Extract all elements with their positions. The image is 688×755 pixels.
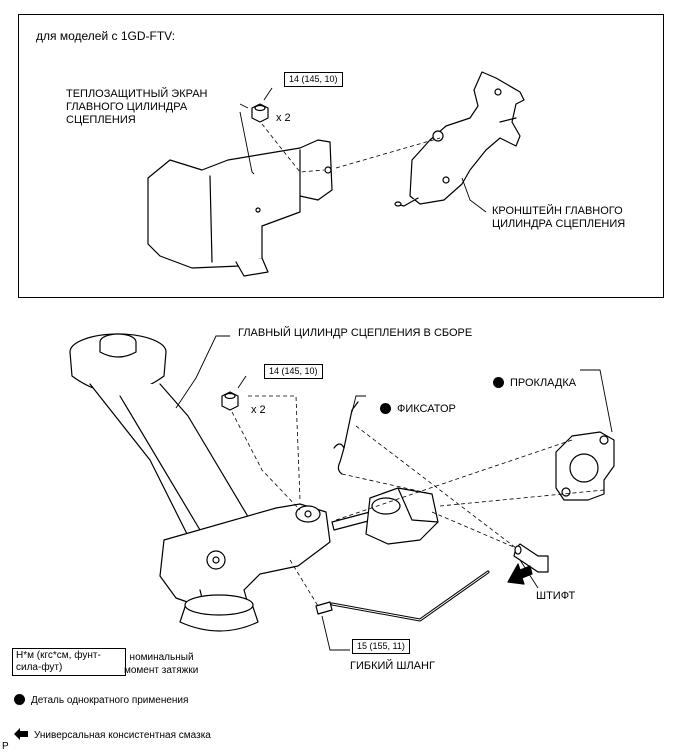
master-cylinder <box>69 333 439 632</box>
units-box: Н*м (кгс*см, фунт- сила-фут) <box>12 648 126 676</box>
pin <box>513 543 549 573</box>
non-reusable-dot-icon <box>380 403 391 414</box>
clip <box>333 401 359 475</box>
non-reusable-dot-icon <box>493 377 504 388</box>
grease-arrow-icon <box>507 563 533 585</box>
gasket-label: ПРОКЛАДКА <box>493 364 576 390</box>
top-qty-label: x 2 <box>276 112 291 124</box>
model-caption: для моделей с 1GD-FTV: <box>36 29 176 43</box>
clip-label: ФИКСАТОР <box>380 390 456 416</box>
top-torque-box: 14 (145, 10) <box>284 72 343 87</box>
hose-label: ГИБКИЙ ШЛАНГ <box>350 660 435 672</box>
heat-shield <box>147 139 333 277</box>
top-bolt <box>251 103 269 123</box>
master-cylinder-label: ГЛАВНЫЙ ЦИЛИНДР СЦЕПЛЕНИЯ В СБОРЕ <box>238 327 473 339</box>
bracket <box>394 71 525 207</box>
footer-mark: P <box>2 741 9 752</box>
legend-non-reusable: Деталь однократного применения <box>14 681 188 707</box>
top-panel-frame <box>18 14 664 298</box>
legend-grease: Универсальная консистентная смазка <box>14 715 211 742</box>
bottom-torque-box: 14 (145, 10) <box>264 364 323 379</box>
bottom-bolt <box>221 391 239 411</box>
non-reusable-dot-icon <box>14 694 25 705</box>
units-desc: : номинальный момент затяжки <box>124 652 199 676</box>
heat-shield-label: ТЕПЛОЗАЩИТНЫЙ ЭКРАН ГЛАВНОГО ЦИЛИНДРА СЦ… <box>66 88 208 126</box>
grease-arrow-icon <box>14 728 28 740</box>
gasket <box>555 431 615 501</box>
pin-label: ШТИФТ <box>536 590 576 602</box>
bracket-label: КРОНШТЕЙН ГЛАВНОГО ЦИЛИНДРА СЦЕПЛЕНИЯ <box>492 205 626 230</box>
hose <box>315 570 490 622</box>
bottom-qty-label: x 2 <box>251 404 266 416</box>
hose-torque-box: 15 (155, 11) <box>352 639 410 654</box>
